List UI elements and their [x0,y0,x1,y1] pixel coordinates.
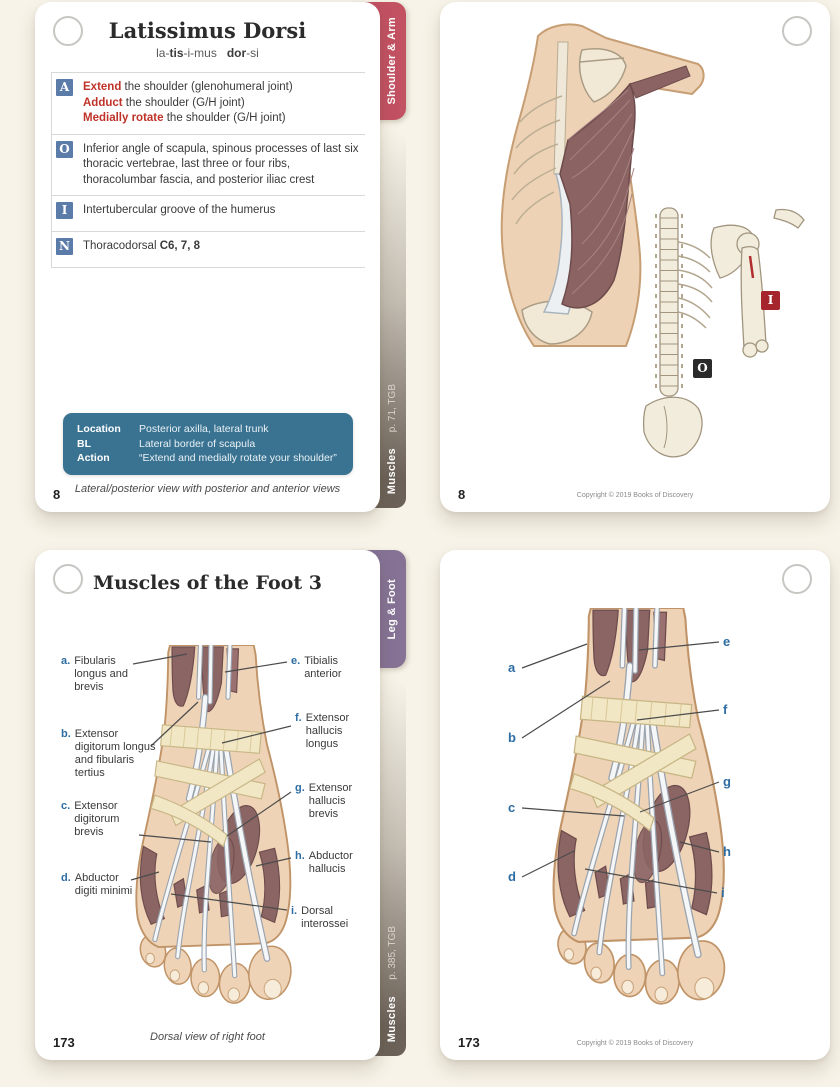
reference-section-label: Muscles [386,995,398,1042]
letter-marker-c: c [508,800,516,815]
nerve-text: Thoracodorsal [83,240,160,253]
action-line: Adduct the shoulder (G/H joint) [83,96,245,109]
info-row: Action“Extend and medially rotate your s… [77,452,337,465]
torso-back-illustration [500,23,705,347]
action-line: Extend the shoulder (glenohumeral joint) [83,81,293,93]
nerve-badge: N [56,238,73,256]
card-title: Latissimus Dorsi [108,18,307,43]
reference-section-label: Muscles [386,447,398,494]
copyright-notice: Copyright © 2019 Books of Discovery [576,1040,694,1047]
label-extensor-digitorum-longus: b.Extensor digitorum longus and fibulari… [61,728,156,779]
label-dorsal-interossei: i.Dorsal interossei [291,905,349,930]
hole-punch [782,16,812,46]
letter-marker-h: h [723,844,731,859]
page-number: 8 [53,487,61,502]
insertion-marker-badge: I [761,291,780,310]
card-foot-text: Leg & Foot p. 385, TGB Muscles Muscles o… [35,550,406,1060]
reference-page-label: p. 385, TGB [386,926,398,980]
view-caption: Lateral/posterior view with posterior an… [74,483,341,495]
origin-text: Inferior angle of scapula, spinous proce… [83,142,359,186]
card-latissimus-image: I O 8 Copyright © 2019 Books of Discover… [440,2,830,512]
nerve-roots: C6, 7, 8 [159,240,200,253]
nerve-section: N Thoracodorsal C6, 7, 8 [52,231,365,267]
category-tab-label: Leg & Foot [386,578,398,640]
label-abductor-digiti-minimi: d.Abductor digiti minimi [61,872,133,897]
letter-marker-g: g [723,774,731,789]
action-line: Medially rotate the shoulder (G/H joint) [83,112,286,125]
foot-dorsal-illustration [521,550,830,1060]
reference-page-label: p. 71, TGB [386,383,398,432]
action-section: A Extend the shoulder (glenohumeral join… [52,72,365,134]
letter-marker-i: i [721,885,725,900]
label-tibialis-anterior: e.Tibialis anterior [291,655,342,680]
aoin-sections: A Extend the shoulder (glenohumeral join… [51,72,365,269]
view-caption: Dorsal view of right foot [150,1031,265,1043]
card-latissimus-text: Shoulder & Arm p. 71, TGB Muscles Latiss… [35,2,406,512]
letter-marker-b: b [508,730,516,745]
copyright-notice: Copyright © 2019 Books of Discovery [576,492,694,499]
letter-marker-e: e [723,634,731,649]
skeleton-inset-illustration [642,207,805,458]
card-title: Muscles of the Foot 3 [93,572,322,594]
leader-lines [130,653,292,911]
foot-dorsal-illustration [130,550,380,1060]
origin-marker-badge: O [693,359,712,378]
action-badge: A [56,79,73,96]
letter-marker-f: f [723,702,728,717]
insertion-site-mark [748,255,755,279]
origin-badge: O [56,140,73,158]
insertion-section: I Intertubercular groove of the humerus [52,195,365,231]
label-fibularis-longus: a.Fibularis longus and brevis [61,655,129,693]
origin-section: O Inferior angle of scapula, spinous pro… [52,133,365,196]
page-number: 173 [458,1035,480,1050]
leader-lines [521,641,720,894]
letter-marker-a: a [508,660,516,675]
hole-punch [53,564,83,594]
page-number: 8 [458,487,466,502]
label-extensor-hallucis-longus: f.Extensor hallucis longus [295,712,350,750]
category-tab-label: Shoulder & Arm [386,17,398,105]
label-abductor-hallucis: h.Abductor hallucis [295,850,353,875]
insertion-badge: I [56,202,73,220]
hole-punch [782,564,812,594]
insertion-text: Intertubercular groove of the humerus [83,204,276,217]
label-extensor-digitorum-brevis: c.Extensor digitorum brevis [61,800,120,838]
card-foot-image: a b c d e f g h i 173 Copyright © 2019 B… [440,550,830,1060]
hole-punch [53,16,83,46]
page-number: 173 [53,1035,75,1050]
label-extensor-hallucis-brevis: g.Extensor hallucis brevis [295,782,353,820]
letter-marker-d: d [508,869,516,884]
